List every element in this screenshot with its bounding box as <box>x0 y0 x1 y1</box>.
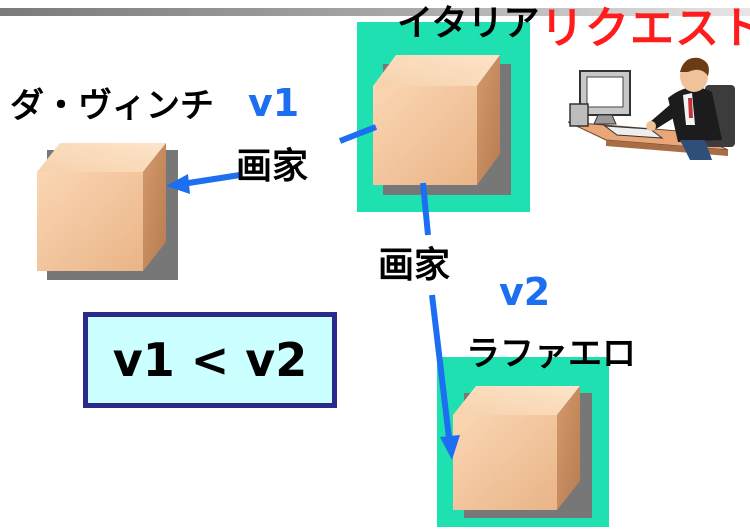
davinci-cube-icon <box>37 143 178 280</box>
request-label: リクエスト <box>540 3 750 54</box>
node-label-italy: イタリア <box>397 3 540 44</box>
title-bar-rule <box>0 8 750 16</box>
italy-cube-icon <box>373 55 511 195</box>
node-label-davinci: ダ・ヴィンチ <box>10 86 214 126</box>
person-at-computer-icon <box>567 57 735 160</box>
node-label-raffaello: ラファエロ <box>466 334 636 374</box>
arrow-italy-to-davinci <box>166 124 378 194</box>
version-label-v2: v2 <box>499 270 551 314</box>
comparison-text: v1 < v2 <box>112 333 308 387</box>
comparison-box: v1 < v2 <box>83 312 337 408</box>
arrow-italy-to-raffaello <box>420 182 460 460</box>
edge-label-upper: 画家 <box>236 146 309 187</box>
raffaello-cube-icon <box>453 386 592 518</box>
version-label-v1: v1 <box>248 81 300 125</box>
edge-label-lower: 画家 <box>378 245 451 286</box>
